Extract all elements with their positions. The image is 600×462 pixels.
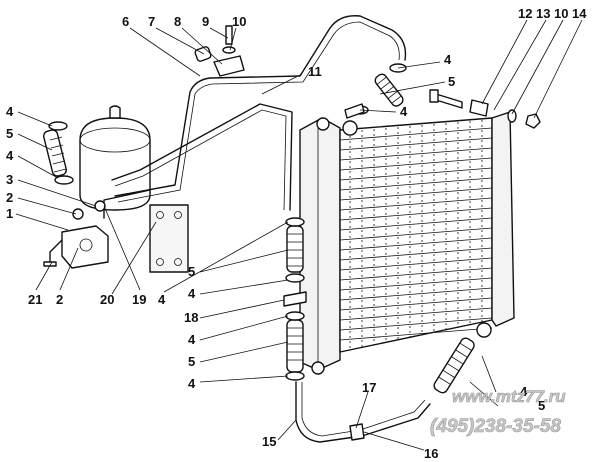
clip-bracket — [213, 55, 245, 77]
callout-4: 4 — [6, 104, 14, 119]
site-watermark: www.mtz77.ru (495)238-35-58 — [430, 387, 567, 438]
callout-13: 13 — [536, 6, 550, 21]
pipes — [43, 15, 431, 443]
callout-5: 5 — [538, 398, 545, 413]
callout-5: 5 — [188, 354, 195, 369]
spring-washer — [507, 109, 517, 123]
callout-15: 15 — [262, 434, 276, 449]
callout-3: 3 — [6, 172, 13, 187]
callout-1: 1 — [6, 206, 13, 221]
hose-upper-inlet — [374, 73, 404, 107]
filter-mount-bracket — [149, 204, 189, 273]
pipe-valve-outlet — [49, 239, 63, 263]
watermark-site: www.mtz77.ru — [452, 387, 566, 406]
callout-4: 4 — [188, 332, 196, 347]
pipe-short-link — [103, 189, 151, 219]
pipe-flange — [283, 291, 307, 307]
leader-lines — [15, 19, 583, 451]
radiator-fins — [339, 120, 493, 350]
hose-clamp — [48, 121, 68, 131]
callout-labels: 6 7 8 9 10 11 12 13 10 14 4 5 4 4 5 4 3 … — [6, 6, 587, 461]
callout-4: 4 — [6, 148, 14, 163]
hose-clamp — [285, 273, 305, 283]
callout-12: 12 — [518, 6, 532, 21]
hose-middle-lower — [286, 319, 304, 373]
callout-8: 8 — [174, 14, 181, 29]
hoses — [43, 63, 475, 394]
radiator-core — [339, 117, 493, 353]
callout-4: 4 — [400, 104, 408, 119]
callout-16: 16 — [424, 446, 438, 461]
callout-17: 17 — [362, 380, 376, 395]
plug — [72, 208, 84, 220]
bolt-right — [435, 93, 463, 109]
callout-4: 4 — [188, 376, 196, 391]
washer — [222, 46, 236, 54]
callout-14: 14 — [572, 6, 587, 21]
callout-10: 10 — [232, 14, 246, 29]
callout-2: 2 — [6, 190, 13, 205]
hose-clamp — [285, 311, 305, 321]
valve-block — [61, 225, 109, 269]
hex-nut — [525, 113, 541, 129]
callout-21: 21 — [28, 292, 42, 307]
hex-head — [429, 89, 439, 103]
union-fitting — [94, 200, 106, 212]
callout-6: 6 — [122, 14, 129, 29]
pipe-lower-return — [295, 381, 431, 443]
hose-middle-upper — [286, 225, 304, 273]
callout-10: 10 — [554, 6, 568, 21]
callout-9: 9 — [202, 14, 209, 29]
callout-5: 5 — [448, 74, 455, 89]
watermark-phone: (495)238-35-58 — [430, 416, 561, 437]
hose-clamp — [54, 175, 74, 185]
hose-outlet — [433, 337, 475, 394]
oil-filter-housing — [61, 105, 189, 273]
radiator-left-tank — [299, 117, 341, 371]
pipe-upper-return-inner — [117, 21, 400, 203]
hose-clamp — [285, 217, 305, 227]
callout-4: 4 — [444, 52, 452, 67]
tube-spacer — [469, 99, 489, 117]
callout-11: 11 — [308, 64, 322, 79]
callout-5: 5 — [6, 126, 13, 141]
gasket-ring — [344, 103, 365, 119]
callout-18: 18 — [184, 310, 198, 325]
filter-canister — [79, 117, 151, 211]
filter-cap-knob — [109, 105, 121, 119]
bushing — [194, 46, 212, 62]
radiator-mount-lug-bottom-left — [311, 361, 325, 375]
pipe-clamp — [349, 423, 365, 441]
radiator-inlet-fitting — [342, 120, 358, 136]
fastener-hardware — [72, 25, 541, 220]
callout-4: 4 — [158, 292, 166, 307]
radiator-mount-lug-top-left — [316, 117, 330, 131]
radiator-right-tank — [491, 111, 515, 327]
callout-20: 20 — [100, 292, 114, 307]
callout-7: 7 — [148, 14, 155, 29]
pipe-upper-return — [114, 15, 407, 197]
oil-cooler-radiator — [299, 111, 515, 375]
callout-5: 5 — [188, 264, 195, 279]
callout-19: 19 — [132, 292, 146, 307]
hose-filter-side — [43, 129, 67, 177]
radiator-outlet-fitting — [476, 322, 492, 338]
hose-clamp — [285, 371, 305, 381]
callout-4: 4 — [520, 384, 528, 399]
pipe-feed — [111, 103, 293, 211]
callout-4: 4 — [188, 286, 196, 301]
callout-2: 2 — [56, 292, 63, 307]
